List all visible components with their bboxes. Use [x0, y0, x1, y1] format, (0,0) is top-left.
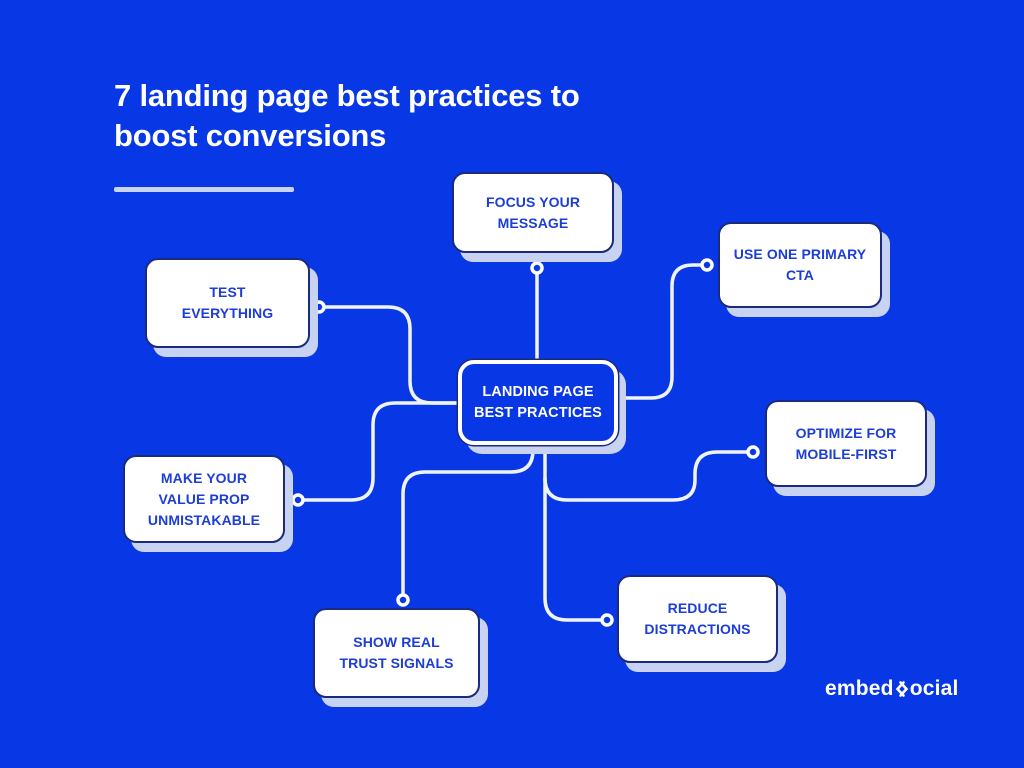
connector-line-show-real-trust-signals [401, 441, 535, 595]
connector-line-optimize-for-mobile-first [543, 450, 748, 502]
connector-dot-focus-your-message [530, 261, 544, 275]
node-reduce-distractions: REDUCE DISTRACTIONS [617, 575, 778, 663]
connector-line-make-your-value-prop [303, 401, 462, 502]
page-title: 7 landing page best practices to boost c… [114, 78, 580, 153]
node-show-real-trust-signals: SHOW REAL TRUST SIGNALS [313, 608, 480, 698]
connector-dot-make-your-value-prop [291, 493, 305, 507]
node-make-your-value-prop-unmistakable: MAKE YOUR VALUE PROP UNMISTAKABLE [123, 455, 285, 543]
node-label: USE ONE PRIMARY CTA [733, 246, 867, 283]
node-label: TEST EVERYTHING [181, 284, 274, 321]
node-label: FOCUS YOUR MESSAGE [485, 193, 581, 231]
logo-text-embed: embed [825, 677, 894, 700]
connector-dot-optimize-for-mobile-first [746, 445, 760, 459]
node-landing-page-best-practices: LANDING PAGE BEST PRACTICES [458, 360, 618, 445]
center-node-label: LANDING PAGE BEST PRACTICES [474, 383, 602, 421]
node-label: REDUCE DISTRACTIONS [644, 600, 751, 637]
node-label: OPTIMIZE FOR MOBILE-FIRST [795, 424, 897, 462]
embedsocial-s-icon [895, 681, 908, 697]
connector-dot-use-one-primary-cta [700, 258, 714, 272]
logo-text-ocial: ocial [909, 677, 959, 700]
connector-dot-test-everything [312, 300, 326, 314]
connector-line-use-one-primary-cta [618, 263, 702, 400]
node-use-one-primary-cta: USE ONE PRIMARY CTA [718, 222, 882, 308]
title-underline [114, 187, 294, 192]
node-label: SHOW REAL TRUST SIGNALS [339, 634, 454, 671]
connector-line-reduce-distractions [543, 441, 602, 622]
node-label: MAKE YOUR VALUE PROP UNMISTAKABLE [147, 469, 261, 528]
connector-line-test-everything [324, 305, 462, 405]
node-test-everything: TEST EVERYTHING [145, 258, 310, 348]
node-optimize-for-mobile-first: OPTIMIZE FOR MOBILE-FIRST [765, 400, 927, 487]
connector-dot-reduce-distractions [600, 613, 614, 627]
node-focus-your-message: FOCUS YOUR MESSAGE [452, 172, 614, 253]
connector-dot-show-real-trust-signals [396, 593, 410, 607]
embedsocial-logo: embed ocial [825, 677, 959, 701]
